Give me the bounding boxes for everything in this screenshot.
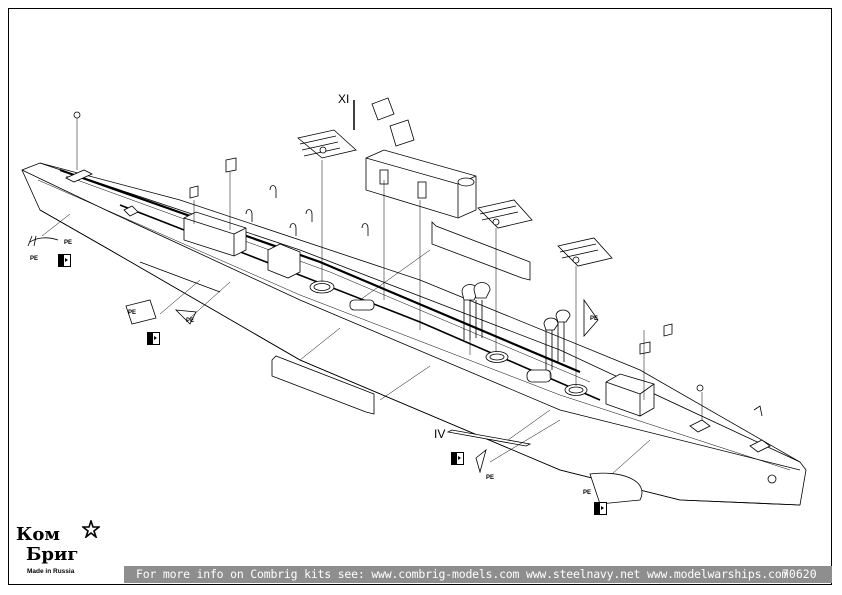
side-plates [27, 221, 643, 505]
pe-flip-symbol [451, 452, 464, 465]
pe-label: PE [590, 316, 599, 322]
footer-bar [124, 566, 832, 583]
pe-label: PE [64, 240, 73, 246]
pe-flip-symbol [594, 502, 607, 515]
part-label-iv: IV [434, 427, 446, 441]
torpedo-tubes [297, 129, 613, 267]
small-fittings [73, 111, 763, 417]
pe-label: PE [486, 475, 495, 481]
guide-lines [41, 118, 703, 475]
footer-info-text: For more info on Combrig kits see: www.c… [136, 567, 789, 581]
pe-flip-symbol [147, 332, 160, 345]
cowl-vents [461, 282, 571, 370]
pe-label: PE [583, 490, 592, 496]
pe-label: PE [186, 318, 195, 324]
star-icon [82, 520, 100, 538]
deck-structures [65, 169, 777, 484]
pe-flip-symbol [58, 254, 71, 267]
made-in-russia: Made in Russia [27, 568, 75, 575]
pe-label: PE [30, 256, 39, 262]
pe-label: PE [128, 310, 137, 316]
bridge-assembly [353, 97, 477, 219]
kit-number: 70620 [782, 567, 817, 581]
ship-hull [21, 162, 807, 506]
logo-text-bottom: Бриг [26, 544, 79, 565]
sheet-border [8, 8, 832, 585]
part-label-xi: XI [338, 92, 350, 106]
logo-text-top: Ком [16, 524, 61, 545]
